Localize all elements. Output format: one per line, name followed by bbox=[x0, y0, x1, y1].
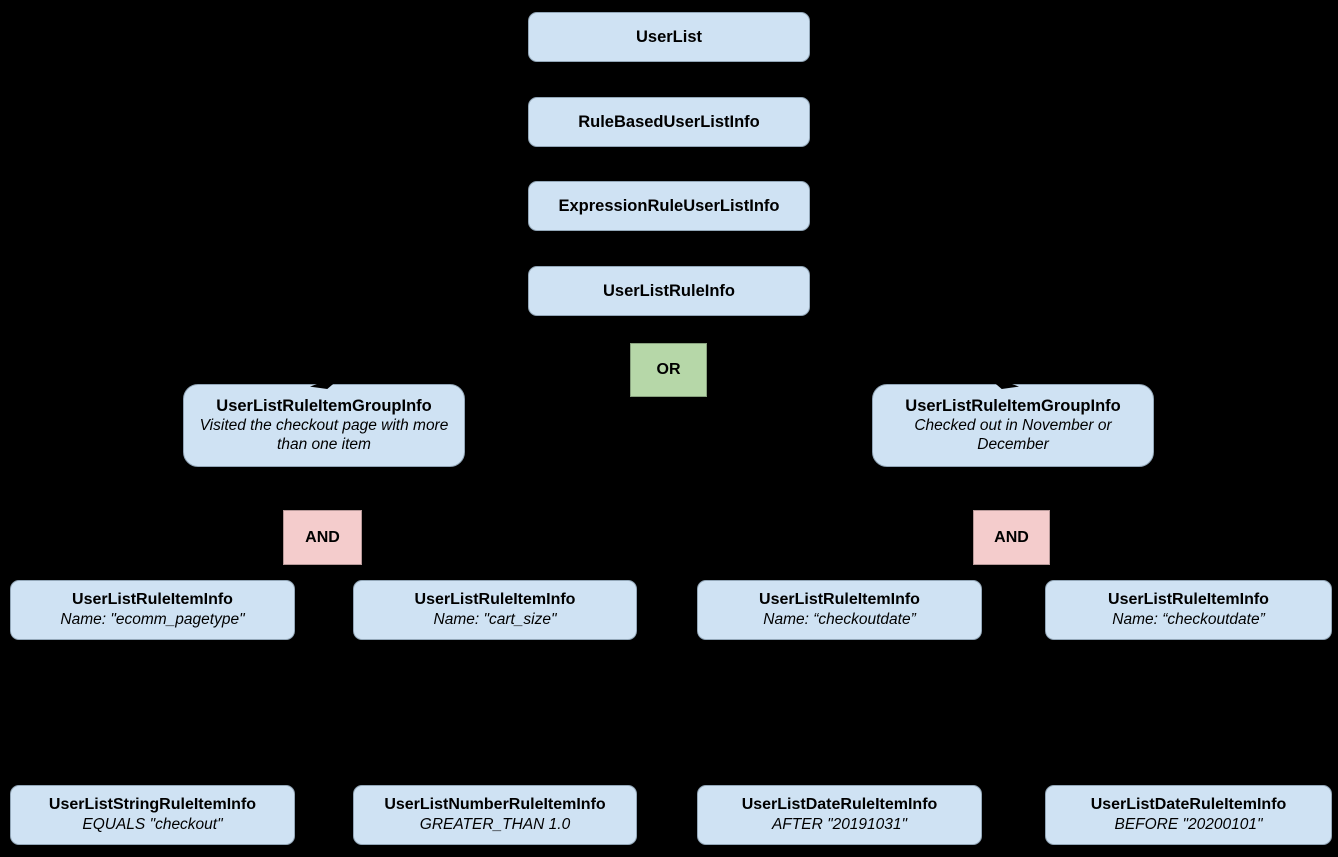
node-title: UserListRuleItemInfo bbox=[72, 591, 233, 609]
node-and-operator-left: AND bbox=[283, 510, 362, 565]
node-title: ExpressionRuleUserListInfo bbox=[558, 196, 780, 215]
node-and-operator-right: AND bbox=[973, 510, 1050, 565]
node-title: UserListDateRuleItemInfo bbox=[1090, 796, 1287, 814]
node-userlist: UserList bbox=[528, 12, 810, 62]
node-description: EQUALS "checkout" bbox=[82, 815, 223, 833]
node-description: GREATER_THAN 1.0 bbox=[419, 815, 571, 833]
node-title: UserListStringRuleItemInfo bbox=[48, 796, 257, 814]
node-rule-item-group-right: UserListRuleItemGroupInfo Checked out in… bbox=[872, 384, 1154, 467]
node-rule-based-user-list-info: RuleBasedUserListInfo bbox=[528, 97, 810, 147]
node-or-operator: OR bbox=[630, 343, 707, 397]
node-title: UserListRuleItemInfo bbox=[759, 591, 920, 609]
operator-label: AND bbox=[994, 528, 1029, 546]
node-description: Name: "ecomm_pagetype" bbox=[60, 610, 245, 628]
node-description: Name: “checkoutdate” bbox=[763, 610, 916, 628]
node-title: UserListRuleItemGroupInfo bbox=[216, 397, 432, 416]
node-rule-item-group-left: UserListRuleItemGroupInfo Visited the ch… bbox=[183, 384, 465, 467]
node-description: Checked out in November or December bbox=[914, 417, 1112, 454]
node-title: UserListDateRuleItemInfo bbox=[741, 796, 938, 814]
node-description: Name: "cart_size" bbox=[433, 610, 557, 628]
node-title: UserListNumberRuleItemInfo bbox=[384, 796, 606, 814]
node-expression-rule-user-list-info: ExpressionRuleUserListInfo bbox=[528, 181, 810, 231]
node-rule-item-cart-size: UserListRuleItemInfo Name: "cart_size" bbox=[353, 580, 637, 640]
node-title: UserListRuleItemInfo bbox=[1108, 591, 1269, 609]
operator-label: AND bbox=[305, 528, 340, 546]
node-user-list-rule-info: UserListRuleInfo bbox=[528, 266, 810, 316]
node-number-rule-item: UserListNumberRuleItemInfo GREATER_THAN … bbox=[353, 785, 637, 845]
node-title: UserListRuleInfo bbox=[602, 281, 736, 300]
node-rule-item-checkoutdate-after: UserListRuleItemInfo Name: “checkoutdate… bbox=[697, 580, 982, 640]
node-string-rule-item: UserListStringRuleItemInfo EQUALS "check… bbox=[10, 785, 295, 845]
node-description: AFTER "20191031" bbox=[771, 815, 908, 833]
node-date-rule-item-before: UserListDateRuleItemInfo BEFORE "2020010… bbox=[1045, 785, 1332, 845]
node-description: Visited the checkout page with more than… bbox=[199, 417, 449, 454]
operator-label: OR bbox=[656, 361, 681, 379]
node-description: BEFORE "20200101" bbox=[1114, 815, 1263, 833]
node-rule-item-ecomm-pagetype: UserListRuleItemInfo Name: "ecomm_pagety… bbox=[10, 580, 295, 640]
node-rule-item-checkoutdate-before: UserListRuleItemInfo Name: “checkoutdate… bbox=[1045, 580, 1332, 640]
node-title: RuleBasedUserListInfo bbox=[578, 112, 760, 131]
node-title: UserListRuleItemGroupInfo bbox=[905, 397, 1121, 416]
node-date-rule-item-after: UserListDateRuleItemInfo AFTER "20191031… bbox=[697, 785, 982, 845]
node-title: UserList bbox=[635, 27, 703, 46]
node-description: Name: “checkoutdate” bbox=[1112, 610, 1265, 628]
node-title: UserListRuleItemInfo bbox=[414, 591, 576, 609]
